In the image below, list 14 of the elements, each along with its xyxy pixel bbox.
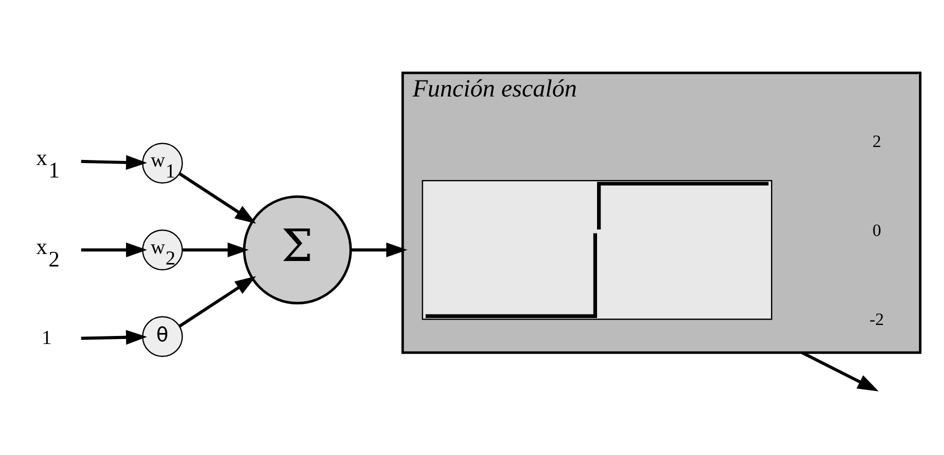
arrow — [178, 276, 256, 328]
label: 0 — [872, 220, 882, 240]
label: 2 — [872, 132, 882, 151]
label: -2 — [869, 310, 884, 330]
arrow — [81, 242, 148, 258]
arrow — [81, 155, 148, 170]
arrow — [182, 242, 249, 258]
arrow — [81, 330, 148, 345]
arrow — [178, 172, 256, 224]
node-text: 1 — [42, 326, 52, 349]
arrow — [350, 242, 408, 258]
node-circle: θ — [142, 316, 183, 357]
node-circle: Σ — [242, 195, 352, 304]
arrow — [801, 351, 879, 392]
